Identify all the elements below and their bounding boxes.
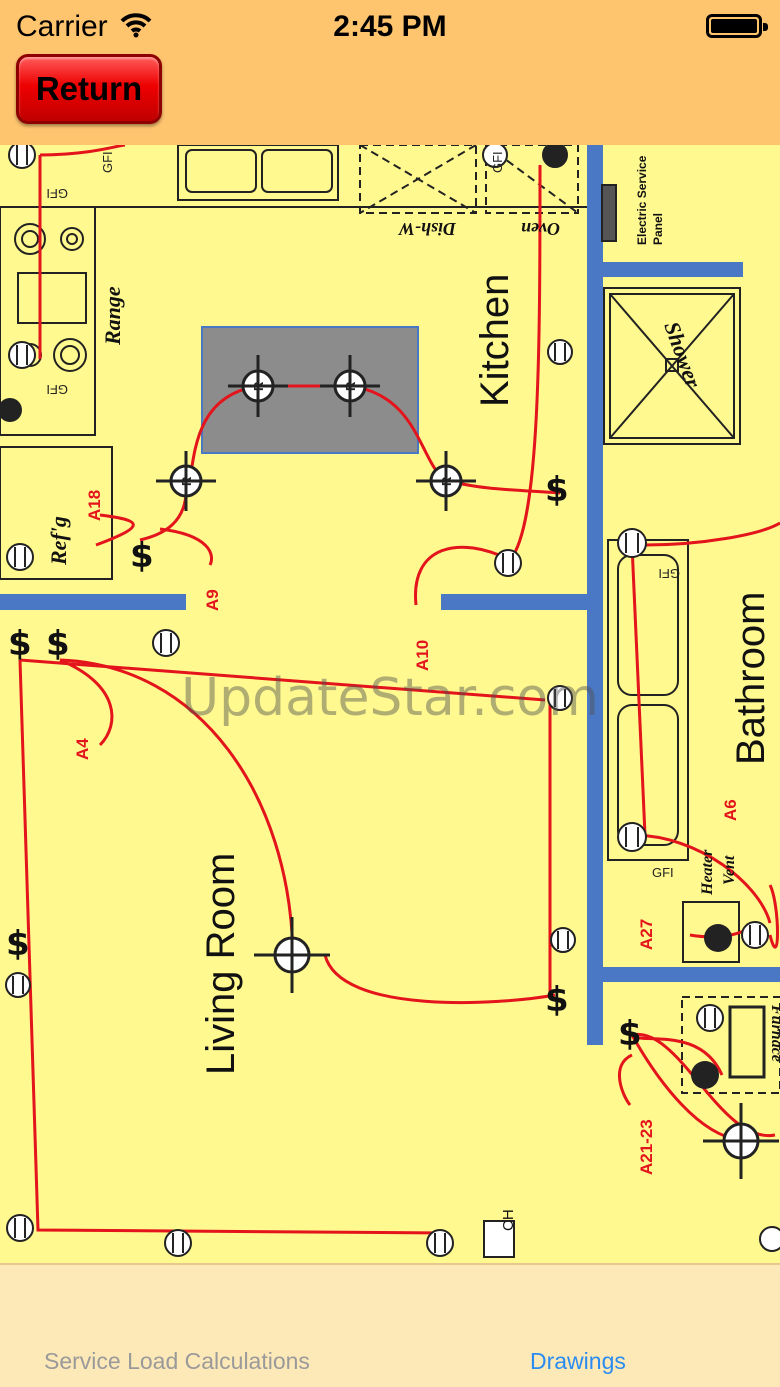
switch-symbol: $: [545, 980, 569, 1020]
circuit-label: A9: [203, 589, 222, 611]
light-r-labels: R R R R: [179, 381, 454, 486]
switch-symbol: $: [618, 1014, 642, 1054]
tab-drawings[interactable]: Drawings: [530, 1348, 626, 1374]
circuit-labels: A18 A9 A10 A4 A6 A27 A21-23: [73, 490, 740, 1175]
switches: $ $ $ $ $ $ $: [6, 470, 642, 1054]
nav-header: Carrier 2:45 PM Return: [0, 0, 780, 145]
heater-label: Heater: [699, 849, 716, 896]
switch-symbol: $: [6, 924, 30, 964]
recessed-label: R: [343, 381, 358, 391]
gfi-label: GFI: [658, 566, 680, 581]
switch-symbol: $: [545, 470, 569, 510]
recessed-label: R: [251, 381, 266, 391]
recessed-label: R: [179, 476, 194, 486]
receptacles: [5, 145, 780, 1257]
chime-box: [483, 1220, 515, 1258]
kitchen-island: [201, 326, 419, 454]
fan-symbols: [0, 145, 732, 1089]
cabinetry: [0, 145, 780, 1094]
tab-service-load-calculations[interactable]: Service Load Calculations: [44, 1348, 310, 1374]
oven-label: Oven: [521, 219, 560, 239]
recessed-label: R: [439, 476, 454, 486]
refrigerator-label: Ref'g: [46, 516, 71, 566]
battery-icon: [706, 14, 768, 38]
walls: [0, 145, 780, 1045]
range-label: Range: [100, 286, 125, 346]
tab-bar: Service Load Calculations Drawings: [0, 1263, 780, 1387]
shower-label: Shower: [659, 318, 706, 391]
circuit-label: A21-23: [637, 1119, 656, 1175]
circuit-label: A10: [413, 640, 432, 671]
floor-plan-svg: R R R R $ $ $ $ $ $ $ CH Kitchen Living …: [0, 145, 780, 1258]
dishwasher-label: Dish-W: [397, 219, 457, 239]
circuit-label: A6: [721, 799, 740, 821]
switch-symbol: $: [130, 536, 154, 576]
carrier-label: Carrier: [16, 10, 108, 43]
gfi-label: GFI: [46, 186, 68, 201]
chime-label: CH: [500, 1209, 517, 1231]
service-panel-label-2: Panel: [651, 213, 665, 245]
bathroom-label: Bathroom: [729, 592, 773, 765]
service-panel-label-1: Electric Service: [635, 155, 649, 245]
switch-symbol: $: [8, 624, 32, 664]
kitchen-label: Kitchen: [473, 274, 517, 407]
vent-label: Vent: [721, 855, 738, 885]
return-button[interactable]: Return: [16, 54, 162, 124]
gfi-label: GFI: [100, 151, 115, 173]
circuit-label: A18: [85, 490, 104, 521]
living-room-label: Living Room: [199, 853, 243, 1075]
furnace-label: Furnace: [768, 1004, 780, 1062]
circuit-label: A4: [73, 738, 92, 760]
ceiling-lights: [156, 355, 779, 1179]
gfi-label: GFI: [46, 382, 68, 397]
clock-label: 2:45 PM: [333, 10, 447, 43]
circuit-label: A27: [637, 919, 656, 950]
wiring: [18, 145, 780, 1235]
gfi-label: GFI: [490, 151, 505, 173]
switch-symbol: $: [46, 624, 70, 664]
gfi-labels: GFI GFI GFI GFI GFI GFI: [46, 151, 680, 880]
floor-plan-drawing[interactable]: R R R R $ $ $ $ $ $ $ CH Kitchen Living …: [0, 145, 780, 1263]
wifi-icon: [120, 13, 152, 38]
gfi-label: GFI: [652, 865, 674, 880]
